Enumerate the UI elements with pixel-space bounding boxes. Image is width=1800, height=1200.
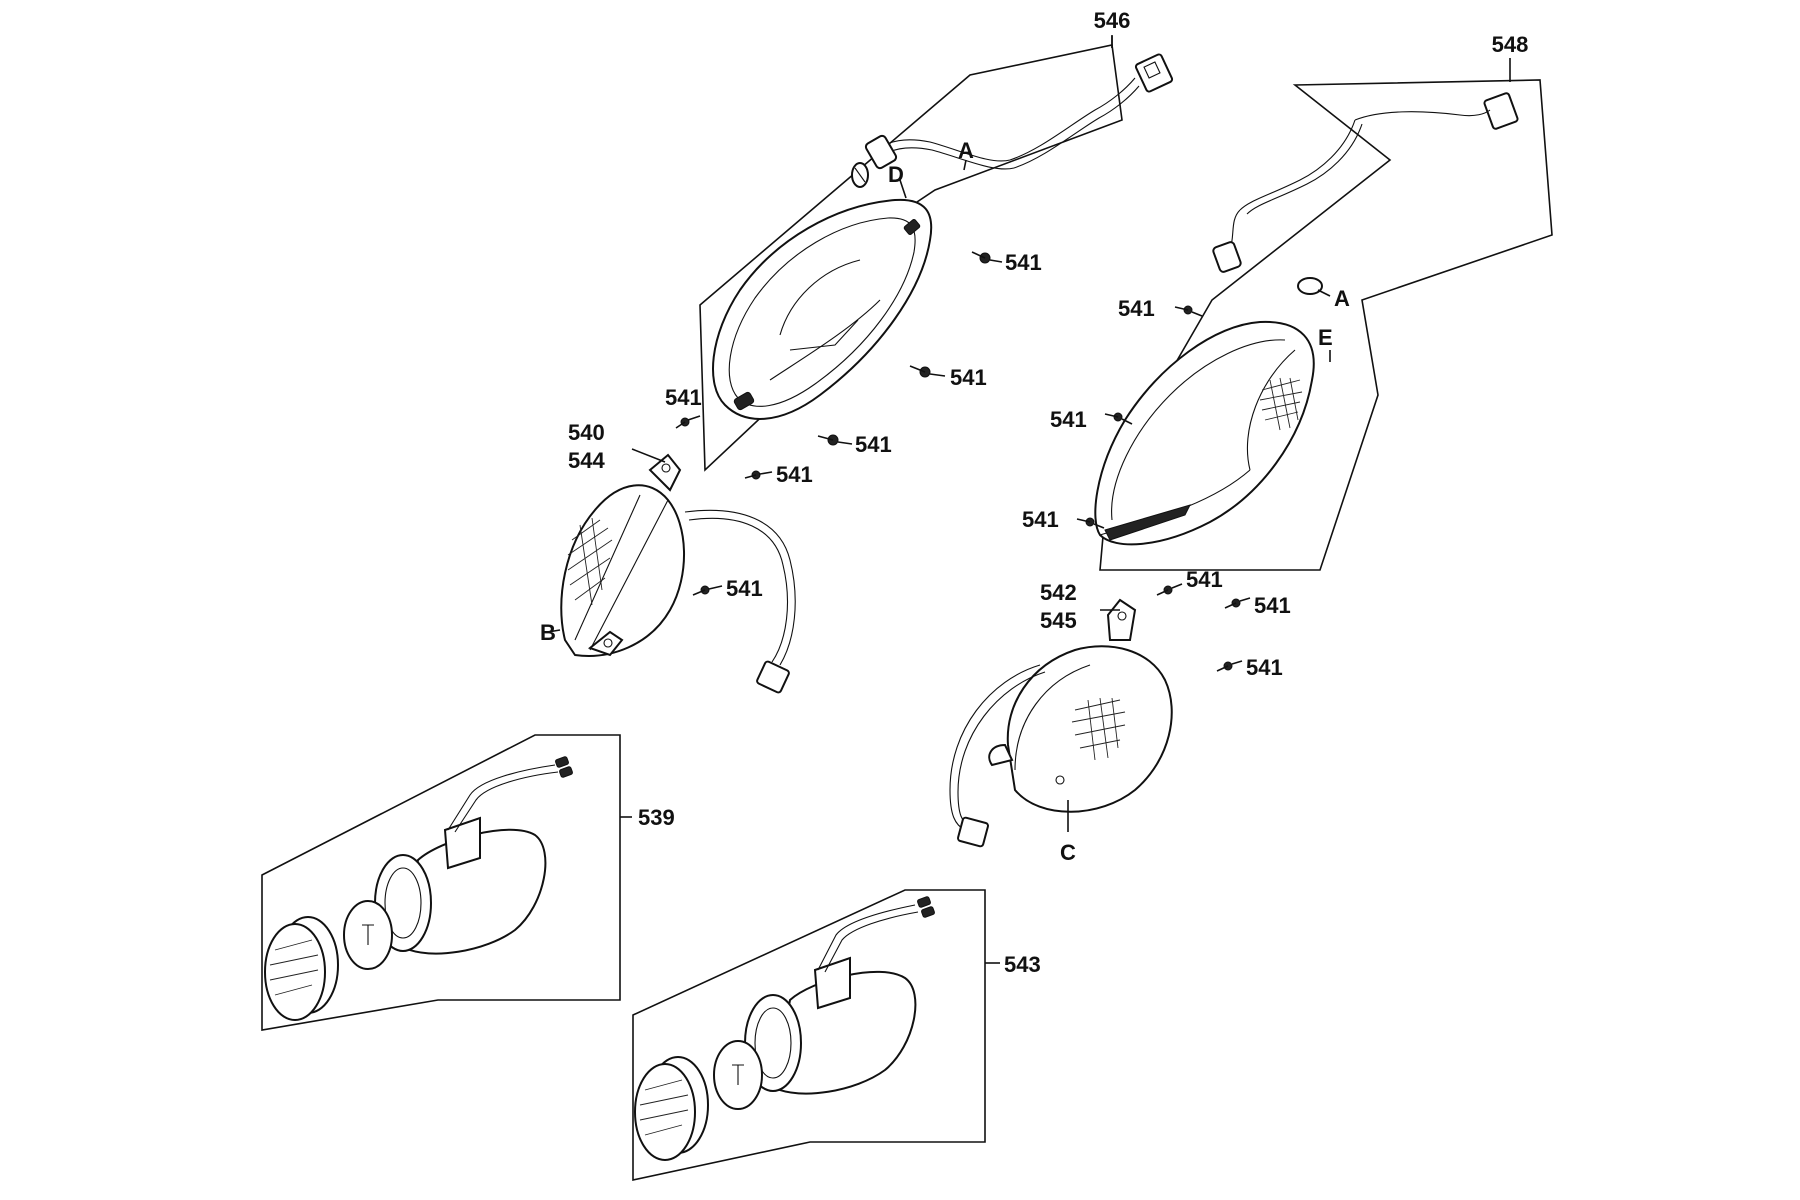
- part-546-housing: [712, 198, 933, 420]
- part-front-light-C: [949, 598, 1173, 848]
- letter-A-546: A: [958, 138, 974, 163]
- part-front-light-B: [560, 453, 796, 694]
- callout-541-2: 541: [950, 365, 987, 390]
- part-539-signal: [264, 756, 573, 1021]
- screw-541-6: [692, 585, 723, 596]
- letter-E: E: [1318, 325, 1333, 350]
- callout-541-11: 541: [1254, 593, 1291, 618]
- lens-hatch-548: [1259, 377, 1303, 431]
- callout-541-4: 541: [776, 462, 813, 487]
- screw-541-2: [909, 365, 946, 378]
- callout-541-9: 541: [1022, 507, 1059, 532]
- screw-541-8: [1104, 412, 1133, 425]
- screw-541-4: [744, 470, 773, 480]
- callout-548: 548: [1492, 32, 1529, 57]
- group-543-outline: [632, 889, 986, 1181]
- group-539-outline: [261, 734, 621, 1031]
- callout-541-10: 541: [1186, 567, 1223, 592]
- callout-541-6: 541: [726, 576, 763, 601]
- part-548-housing: [1094, 320, 1315, 546]
- callout-541-5: 541: [665, 385, 702, 410]
- callout-539: 539: [638, 805, 675, 830]
- callout-542: 542: [1040, 580, 1077, 605]
- screw-541-1: [971, 251, 1003, 264]
- screw-541-9: [1076, 517, 1105, 529]
- letter-C: C: [1060, 840, 1076, 865]
- part-543-signal: [634, 896, 935, 1161]
- callout-541-8: 541: [1050, 407, 1087, 432]
- screw-541-7: [1174, 305, 1203, 317]
- callout-543: 543: [1004, 952, 1041, 977]
- callout-545: 545: [1040, 608, 1077, 633]
- lens-hatch-C: [1071, 697, 1126, 761]
- letter-D: D: [888, 162, 904, 187]
- letter-B: B: [540, 620, 556, 645]
- callout-544: 544: [568, 448, 605, 473]
- callout-546: 546: [1094, 8, 1131, 33]
- letter-A-548: A: [1334, 286, 1350, 311]
- screw-541-3: [817, 434, 853, 446]
- callout-541-12: 541: [1246, 655, 1283, 680]
- lens-hatch-B: [567, 517, 613, 606]
- leader-lines: [547, 36, 1511, 964]
- part-bulb-A-546: [851, 162, 869, 188]
- group-548-outline: [1099, 79, 1553, 571]
- lens-hatch-543: [639, 1079, 689, 1136]
- screw-541-11: [1224, 597, 1251, 609]
- callout-540: 540: [568, 420, 605, 445]
- screw-541-10: [1156, 583, 1183, 596]
- callout-541-7: 541: [1118, 296, 1155, 321]
- lens-hatch-539: [269, 939, 319, 996]
- callout-541-1: 541: [1005, 250, 1042, 275]
- part-548-wiring: [1212, 92, 1519, 273]
- callout-541-3: 541: [855, 432, 892, 457]
- part-546-wiring: [864, 53, 1174, 170]
- screw-541-5: [675, 415, 701, 429]
- screw-541-12: [1216, 660, 1243, 672]
- part-bulb-A-548: [1297, 277, 1323, 295]
